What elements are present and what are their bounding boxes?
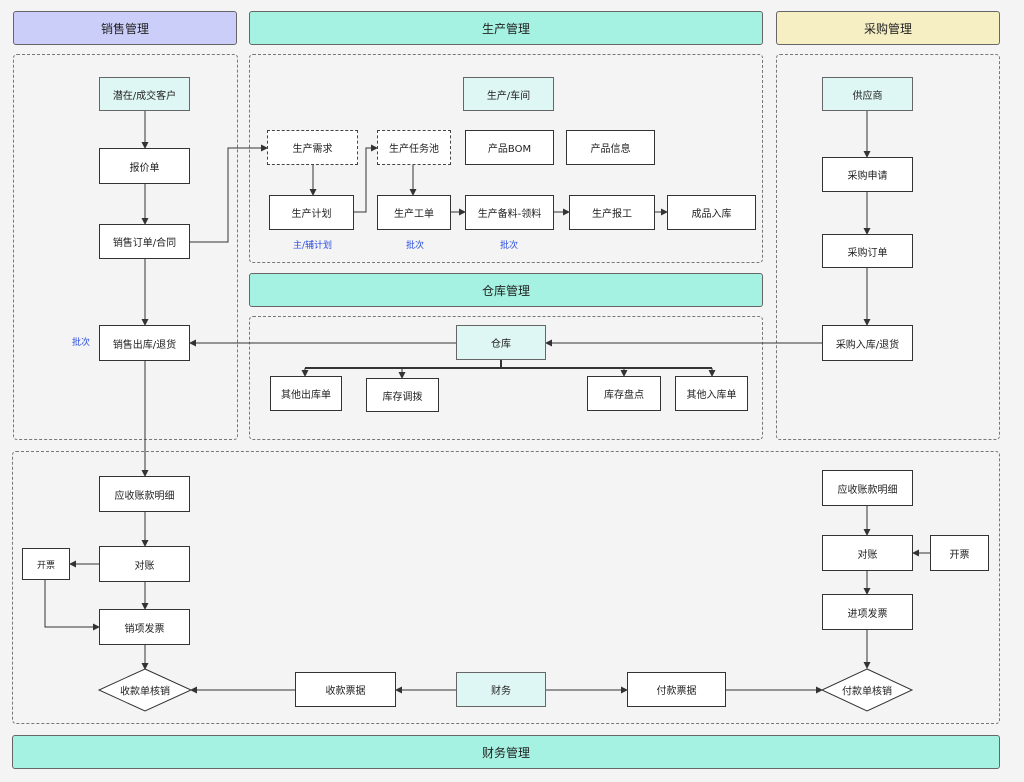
node-reconcile-right: 对账 [822, 535, 913, 571]
warehouse-header: 仓库管理 [249, 273, 763, 307]
note-batch-sales: 批次 [72, 338, 91, 348]
note-batch-material: 批次 [500, 241, 519, 251]
node-stocktake: 库存盘点 [587, 376, 661, 411]
production-header: 生产管理 [249, 11, 763, 45]
node-sales-out: 销售出库/退货 [99, 325, 190, 361]
production-group [249, 54, 763, 263]
node-receipt-bill: 收款票据 [295, 672, 396, 707]
finance-group [12, 451, 1000, 724]
node-other-in: 其他入库单 [675, 376, 748, 411]
node-material-prep: 生产备料-领料 [465, 195, 554, 230]
receipt-verify-diamond [97, 668, 193, 712]
sales-group [13, 54, 238, 440]
node-workshop: 生产/车间 [463, 77, 554, 111]
node-quote: 报价单 [99, 148, 190, 184]
node-customer: 潜在/成交客户 [99, 77, 190, 111]
sales-header: 销售管理 [13, 11, 237, 45]
node-ap-detail: 应收账款明细 [822, 470, 913, 506]
node-finished-in: 成品入库 [667, 195, 756, 230]
node-prod-report: 生产报工 [569, 195, 655, 230]
node-invoice-right: 开票 [930, 535, 989, 571]
node-warehouse: 仓库 [456, 325, 546, 360]
node-task-pool: 生产任务池 [377, 130, 451, 165]
node-prod-plan: 生产计划 [269, 195, 354, 230]
node-bom: 产品BOM [465, 130, 554, 165]
finance-header: 财务管理 [12, 735, 1000, 769]
node-payment-verify: 付款单核销 [842, 686, 892, 698]
payment-verify-diamond [820, 668, 914, 712]
note-plan-type: 主/辅计划 [293, 241, 333, 251]
node-reconcile-left: 对账 [99, 546, 190, 582]
note-batch-workorder: 批次 [406, 241, 425, 251]
node-other-out: 其他出库单 [270, 376, 342, 411]
node-input-invoice: 进项发票 [822, 594, 913, 630]
node-sales-order: 销售订单/合同 [99, 224, 190, 259]
node-finance: 财务 [456, 672, 546, 707]
node-prod-demand: 生产需求 [267, 130, 358, 165]
node-supplier: 供应商 [822, 77, 913, 111]
node-sales-invoice: 销项发票 [99, 609, 190, 645]
node-purchase-in: 采购入库/退货 [822, 325, 913, 361]
node-purchase-request: 采购申请 [822, 157, 913, 192]
purchase-header: 采购管理 [776, 11, 1000, 45]
node-work-order: 生产工单 [377, 195, 451, 230]
node-purchase-order: 采购订单 [822, 234, 913, 268]
node-payment-bill: 付款票据 [627, 672, 726, 707]
node-ar-detail: 应收账款明细 [99, 476, 190, 512]
node-product-info: 产品信息 [566, 130, 655, 165]
node-invoice-left: 开票 [22, 548, 70, 580]
purchase-group [776, 54, 1000, 440]
node-receipt-verify: 收款单核销 [120, 686, 170, 698]
node-transfer: 库存调拨 [366, 378, 439, 412]
warehouse-group [249, 316, 763, 440]
